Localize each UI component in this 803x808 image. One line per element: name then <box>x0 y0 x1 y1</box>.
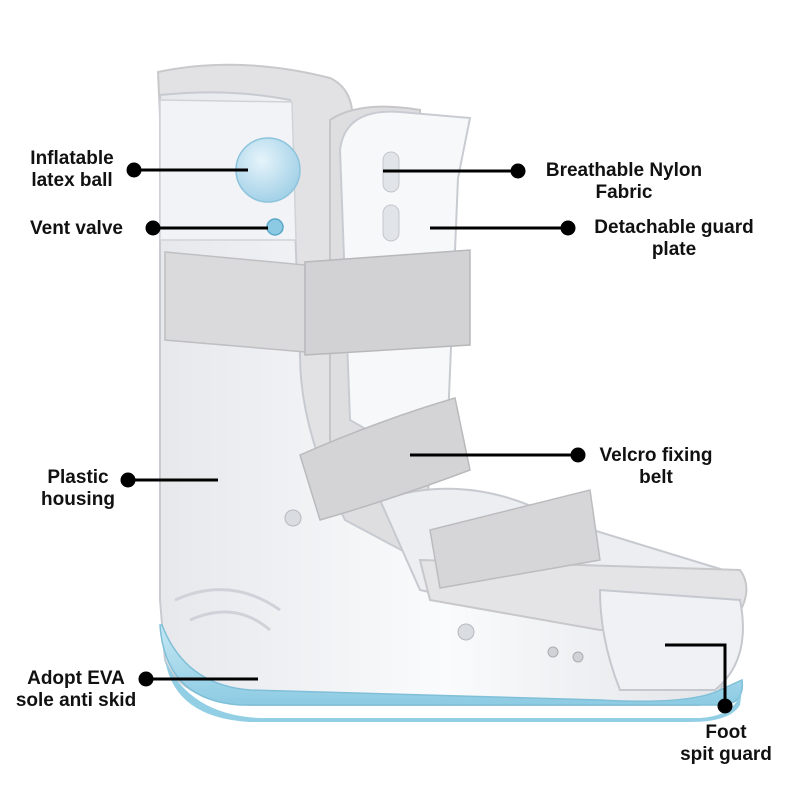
label-breathable-nylon: Breathable Nylon Fabric <box>526 160 722 204</box>
label-vent-valve: Vent valve <box>30 218 150 240</box>
shell-curve <box>174 588 281 612</box>
label-line: Foot <box>705 722 747 743</box>
shell-curve <box>189 610 271 632</box>
label-line: Breathable Nylon <box>545 160 703 181</box>
vent-hole <box>547 646 559 658</box>
label-line: plate <box>651 239 697 260</box>
leader-dot <box>717 698 733 714</box>
leader-foot <box>665 643 727 706</box>
leader-dot <box>145 220 161 236</box>
leader-dot <box>510 163 526 179</box>
leader-lines <box>120 162 733 714</box>
label-line: Inflatable <box>30 148 114 169</box>
label-eva-sole: Adopt EVA sole anti skid <box>8 668 144 712</box>
strap-upper <box>164 251 307 353</box>
label-line: Fabric <box>595 182 653 203</box>
label-line: Velcro fixing <box>599 445 713 466</box>
rivet <box>457 623 475 641</box>
label-foot-guard: Foot spit guard <box>664 722 788 766</box>
vent-valve <box>266 218 284 236</box>
label-line: latex ball <box>31 170 113 191</box>
strap-middle <box>299 397 471 521</box>
label-line: housing <box>41 489 115 510</box>
leader-dot <box>138 671 154 687</box>
label-line: sole anti skid <box>15 690 137 711</box>
label-velcro-belt: Velcro fixing belt <box>586 445 726 489</box>
leader-dot <box>570 447 586 463</box>
leader-dot <box>560 220 576 236</box>
label-line: spit guard <box>680 744 772 765</box>
toe-guard <box>598 588 744 691</box>
label-line: Adopt EVA <box>27 668 125 689</box>
strap-lower <box>429 489 601 589</box>
label-detachable-guard: Detachable guard plate <box>576 217 772 261</box>
vent-hole <box>572 651 584 663</box>
guard-slot <box>382 204 400 242</box>
label-line: Vent valve <box>30 218 123 239</box>
leader-dot <box>126 162 142 178</box>
label-line: belt <box>639 467 673 488</box>
label-inflatable-ball: Inflatable latex ball <box>14 148 130 192</box>
strap-upper-front <box>304 249 471 356</box>
rivet <box>284 509 302 527</box>
eva-sole-bottom <box>165 660 742 722</box>
label-line: Plastic <box>47 467 109 488</box>
leader-dot <box>120 472 136 488</box>
label-plastic-housing: Plastic housing <box>30 467 126 511</box>
label-line: Detachable guard <box>594 217 754 238</box>
